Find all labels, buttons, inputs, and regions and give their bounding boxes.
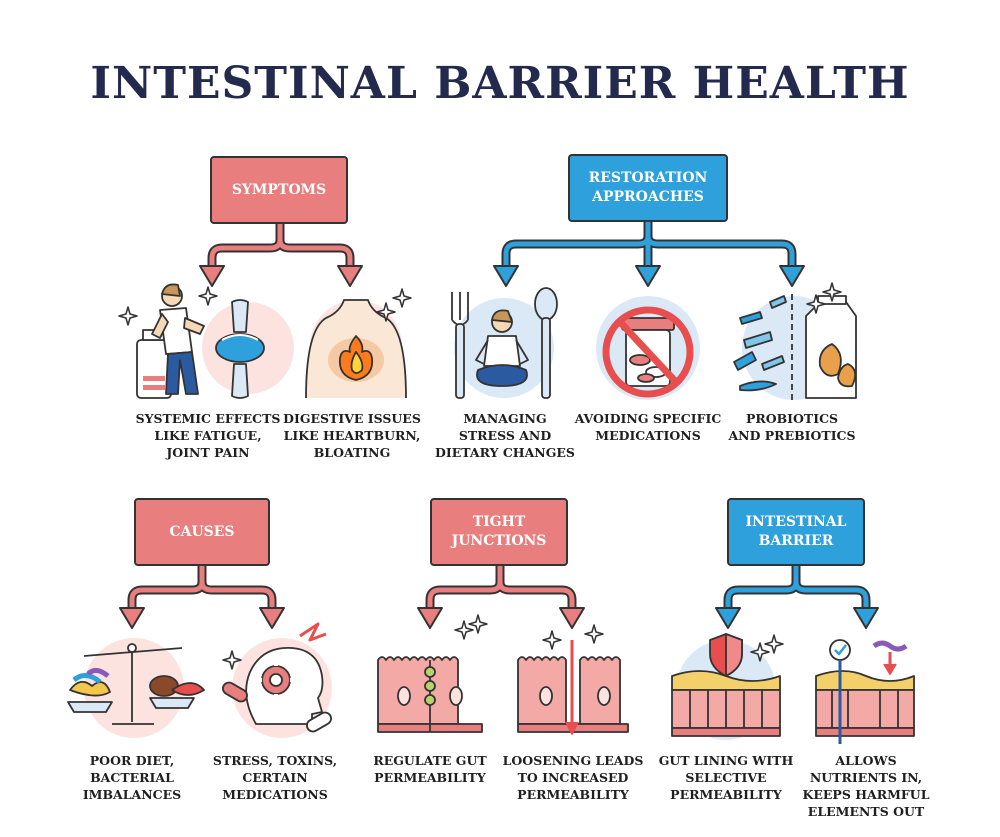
page-title: INTESTINAL BARRIER HEALTH [90,58,910,109]
stress-head-icon [222,622,332,738]
junction-caption-regulate: REGULATE GUT PERMEABILITY [373,753,487,785]
no-medication-icon [596,296,700,400]
causes-connector [119,562,285,629]
leaky-cells-icon [517,624,629,735]
restoration-connector [493,217,805,287]
restoration-header: RESTORATION APPROACHES [568,154,728,222]
barrier-caption-lining: GUT LINING WITH SELECTIVE PERMEABILITY [658,753,794,802]
intestinal-barrier-header: INTESTINAL BARRIER [727,498,865,566]
symptom-caption-digestive: DIGESTIVE ISSUES LIKE HEARTBURN, BLOATIN… [283,411,421,460]
restoration-caption-medications: AVOIDING SPECIFIC MEDICATIONS [574,411,722,443]
meditation-diet-icon [451,287,558,399]
shield-lining-icon [671,633,784,740]
cause-caption-diet: POOR DIET, BACTERIAL IMBALANCES [82,753,182,802]
fatigue-joint-icon [118,283,294,399]
junction-caption-loosening: LOOSENING LEADS TO INCREASED PERMEABILIT… [502,753,644,802]
heartburn-icon [305,288,412,399]
causes-header: CAUSES [134,498,270,566]
intestinal-barrier-connector [715,562,879,629]
symptoms-header: SYMPTOMS [210,156,348,224]
sealed-cells-icon [377,614,488,733]
tight-junctions-header: TIGHT JUNCTIONS [430,498,568,566]
restoration-caption-stress-diet: MANAGING STRESS AND DIETARY CHANGES [435,411,575,460]
probiotics-icon [733,282,857,400]
restoration-caption-probiotics: PROBIOTICS AND PREBIOTICS [728,411,856,443]
barrier-caption-nutrients: ALLOWS NUTRIENTS IN, KEEPS HARMFUL ELEME… [802,753,930,819]
cause-caption-stress: STRESS, TOXINS, CERTAIN MEDICATIONS [212,753,338,802]
scale-food-icon [67,638,205,738]
symptom-caption-systemic: SYSTEMIC EFFECTS LIKE FATIGUE, JOINT PAI… [135,411,281,460]
nutrient-filter-icon [815,639,915,744]
tight-junctions-connector [417,562,585,629]
symptoms-connector [199,219,363,287]
